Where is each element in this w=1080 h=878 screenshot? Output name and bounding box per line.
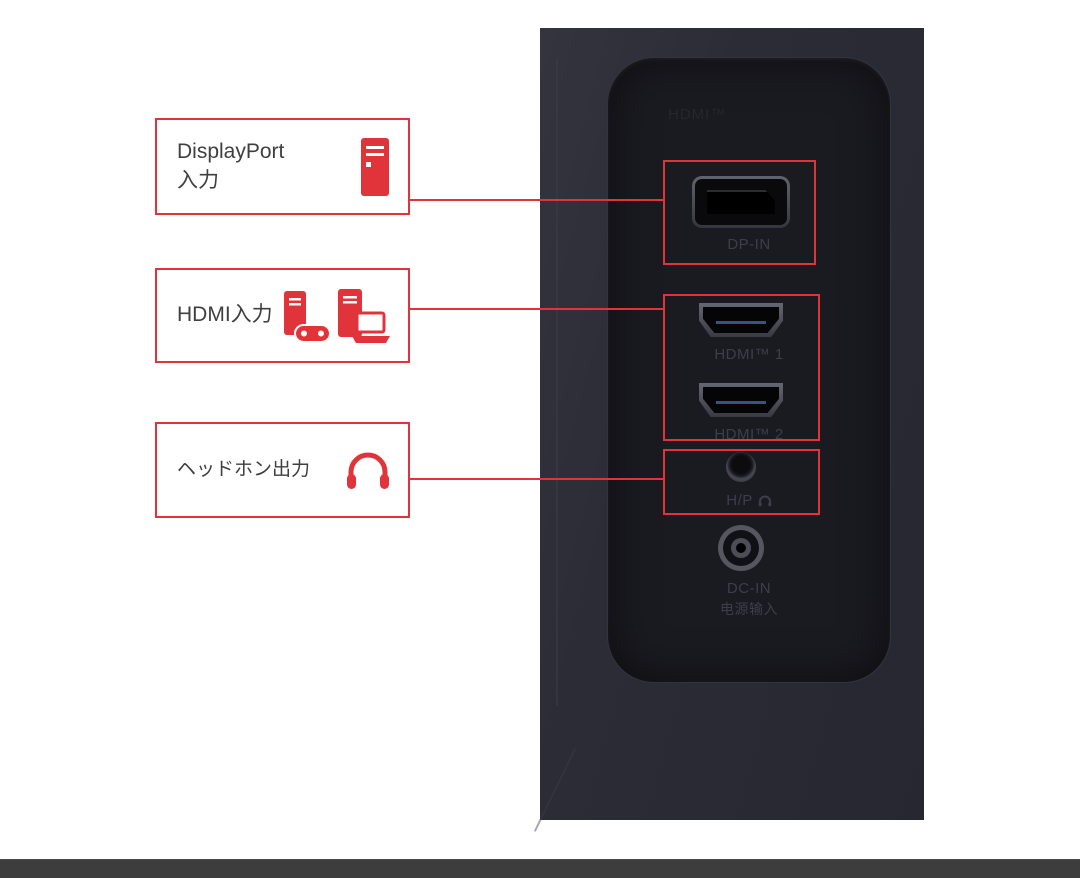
headphone-highlight-box bbox=[663, 449, 820, 515]
hdmi-port-2 bbox=[699, 383, 783, 417]
hp-label: H/P bbox=[726, 492, 753, 509]
panel-molded-label: HDMI™ bbox=[668, 106, 727, 123]
port-recess bbox=[608, 58, 890, 682]
callout-hdmi: HDMI入力 bbox=[155, 268, 410, 363]
bottom-bar bbox=[0, 859, 1080, 878]
panel-seam-line bbox=[556, 58, 558, 706]
headphones-icon bbox=[347, 452, 389, 489]
headphone-leader-line bbox=[410, 478, 663, 480]
hdmi1-label: HDMI™ 1 bbox=[714, 346, 784, 363]
headphone-jack bbox=[726, 452, 756, 482]
desktop-laptop-icon bbox=[338, 288, 390, 343]
callout-headphone-text: ヘッドホン出力 bbox=[177, 459, 311, 481]
desktop-tower-icon bbox=[361, 137, 389, 196]
hdmi1-bezel bbox=[699, 303, 783, 337]
dc-in-pin-hole bbox=[736, 543, 746, 553]
dp-leader-line bbox=[410, 199, 663, 201]
hdmi-source-icons bbox=[282, 287, 390, 345]
hdmi-port-1 bbox=[699, 303, 783, 337]
dc-in-label: DC-IN bbox=[726, 580, 772, 597]
callout-displayport: DisplayPort 入力 bbox=[155, 118, 410, 215]
dp-highlight-box bbox=[663, 160, 816, 265]
dc-in-sublabel: 电源输入 bbox=[720, 601, 778, 617]
dp-in-label: DP-IN bbox=[727, 236, 771, 253]
callout-hdmi-text: HDMI入力 bbox=[177, 303, 273, 327]
hp-label-row: H/P bbox=[608, 492, 890, 509]
hdmi2-bezel bbox=[699, 383, 783, 417]
game-console-icon bbox=[284, 290, 331, 343]
hdmi2-pins bbox=[715, 400, 767, 404]
displayport-label-line1: DisplayPort bbox=[177, 140, 285, 164]
displayport-label-line2: 入力 bbox=[177, 168, 219, 192]
hdmi-highlight-box bbox=[663, 294, 820, 441]
hdmi2-label: HDMI™ 2 bbox=[714, 426, 784, 443]
callout-headphone: ヘッドホン出力 bbox=[155, 422, 410, 518]
displayport-port bbox=[692, 176, 790, 228]
hdmi1-slot bbox=[703, 307, 779, 333]
callout-displayport-text: DisplayPort 入力 bbox=[177, 138, 284, 195]
hdmi-leader-line bbox=[410, 308, 663, 310]
hp-headphone-icon bbox=[758, 495, 772, 506]
displayport-slot bbox=[707, 190, 775, 214]
hdmi1-pins bbox=[715, 320, 767, 324]
displayport-bezel bbox=[695, 179, 787, 225]
dc-in-jack bbox=[718, 525, 764, 571]
hdmi2-slot bbox=[703, 387, 779, 413]
